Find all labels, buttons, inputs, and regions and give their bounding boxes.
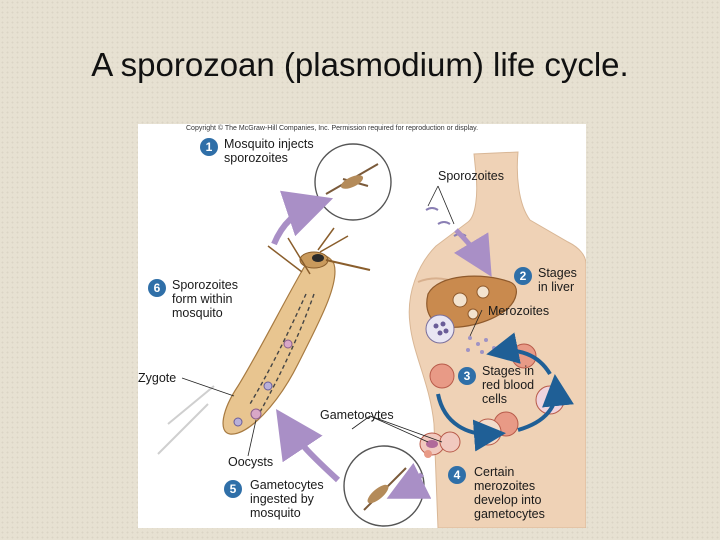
step-6-label-line3: mosquito [172,306,223,320]
step-5-label-line1: Gametocytes [250,478,324,492]
mosquito-icon [157,227,371,455]
step-2-label-line2: in liver [538,280,575,294]
slide-title: A sporozoan (plasmodium) life cycle. [91,46,629,83]
label-merozoites: Merozoites [488,304,550,318]
rbc-cycle-arrow [436,393,506,452]
step-6-label-line1: Sporozoites [172,278,239,292]
arrow-4-to-5 [386,462,432,499]
step-4-badge: 4 [448,466,466,484]
step-3-label-line2: red blood [482,378,535,392]
step-2-badge: 2 [514,267,532,285]
step-6-label-line2: form within [172,292,233,306]
step-6-badge: 6 [148,279,166,297]
sporozoite-arrow [453,228,492,277]
arrow-6-to-1 [271,190,334,246]
step-3-label-line3: cells [482,392,508,406]
step-2-label-line1: Stages [538,266,577,280]
step-4-label-line4: gametocytes [474,507,545,521]
label-sporozoites: Sporozoites [438,169,505,183]
step-4-label-line2: merozoites [474,479,536,493]
label-gametocytes: Gametocytes [320,408,394,422]
step-1-label-line2: sporozoites [224,151,288,165]
step-5-badge: 5 [224,480,242,498]
life-cycle-illustration [157,143,586,528]
label-oocysts: Oocysts [228,455,274,469]
step-1-label-line1: Mosquito injects [224,137,314,151]
life-cycle-figure: Copyright © The McGraw-Hill Companies, I… [138,124,586,528]
step-4-label-line3: develop into [474,493,542,507]
step-1-badge: 1 [200,138,218,156]
step-3-label-line1: Stages in [482,364,535,378]
step-4-label-line1: Certain [474,465,515,479]
step-5-label-line2: ingested by [250,492,314,506]
step-3-badge: 3 [458,367,476,385]
arrow-5-to-6 [276,409,341,483]
copyright-notice: Copyright © The McGraw-Hill Companies, I… [186,125,479,132]
label-zygote: Zygote [138,371,177,385]
step-5-label-line3: mosquito [250,506,301,520]
